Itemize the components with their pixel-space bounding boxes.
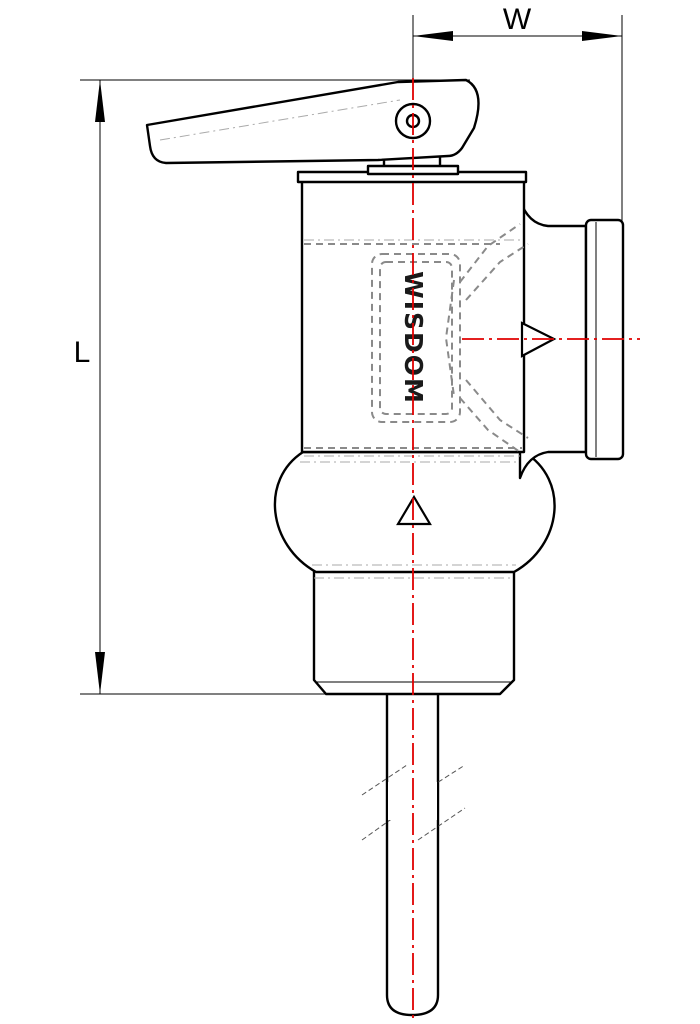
lever-handle[interactable] (145, 78, 480, 176)
lower-body (312, 570, 516, 696)
dimension-w-arrow-right (582, 31, 622, 41)
probe-break-lower-right (417, 807, 466, 841)
dimension-l-arrow-top (95, 80, 105, 122)
internal-passage-lower (459, 397, 521, 453)
internal-window-inner (379, 261, 453, 415)
dimension-w-label: W (503, 3, 532, 36)
probe-break-upper-left (361, 764, 408, 796)
lever-arm-edge (159, 99, 401, 141)
internal-seat (444, 279, 455, 397)
internal-passage-upper (459, 223, 521, 283)
flow-arrow-up (396, 494, 432, 526)
dimension-w-arrow-left (413, 31, 453, 41)
center-lines (412, 78, 640, 1020)
internal-passage-lower-2 (465, 379, 529, 439)
bulge-section (273, 450, 556, 574)
lower-body-outline (312, 570, 516, 696)
dimension-l-arrow-bottom (95, 652, 105, 694)
internal-passage-upper-2 (465, 243, 529, 301)
dimension-w: W (412, 3, 623, 222)
dimension-l-label: L (74, 336, 91, 369)
probe-break-lower-left (361, 807, 408, 841)
internal-window (371, 253, 461, 423)
lever-arm[interactable] (145, 78, 480, 165)
dimension-l: L (74, 79, 470, 695)
